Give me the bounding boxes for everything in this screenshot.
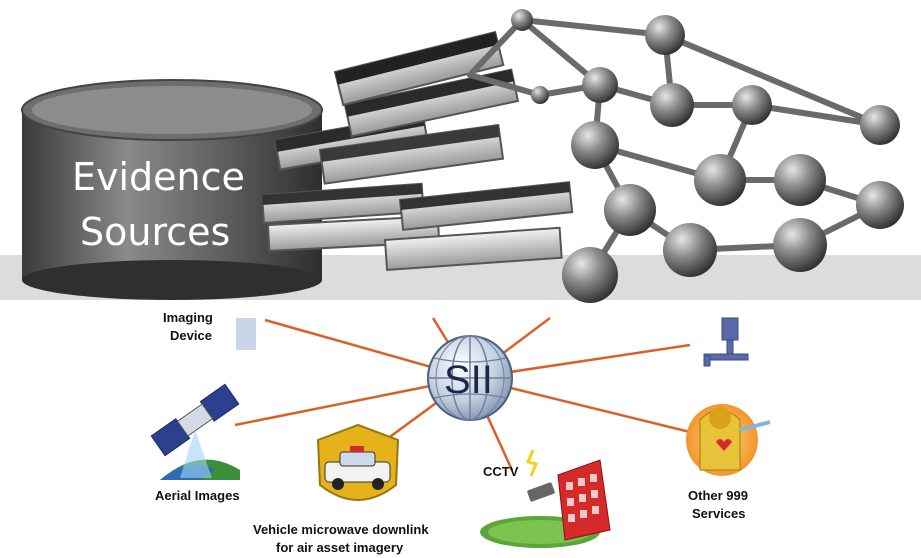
- imaging-device-icon: [236, 318, 256, 350]
- hub-label: SII: [444, 358, 493, 402]
- sii-globe-icon: [427, 335, 513, 421]
- other-services-label-line2: Services: [692, 506, 746, 521]
- imaging-label-line1: Imaging: [163, 310, 213, 325]
- satellite-icon: [150, 383, 240, 480]
- top-panel: Evidence Sources: [0, 9, 921, 303]
- database-label-line2: Sources: [80, 210, 230, 254]
- firefighter-icon: [686, 404, 771, 476]
- cctv-label: CCTV: [483, 464, 519, 479]
- aerial-label: Aerial Images: [155, 488, 240, 503]
- cctv-building-icon: [480, 449, 611, 548]
- database-label-line1: Evidence: [72, 155, 245, 199]
- workstation-icon: [703, 317, 749, 367]
- bottom-panel: SII Imaging Device Aerial Images: [150, 310, 800, 558]
- vehicle-label-line1: Vehicle microwave downlink: [253, 522, 429, 537]
- vehicle-label-line2: for air asset imagery: [276, 540, 404, 555]
- police-badge-icon: [316, 423, 400, 501]
- network-nodes: [511, 9, 904, 303]
- other-services-label-line1: Other 999: [688, 488, 748, 503]
- books-stack-icon: [260, 30, 574, 271]
- imaging-label-line2: Device: [170, 328, 212, 343]
